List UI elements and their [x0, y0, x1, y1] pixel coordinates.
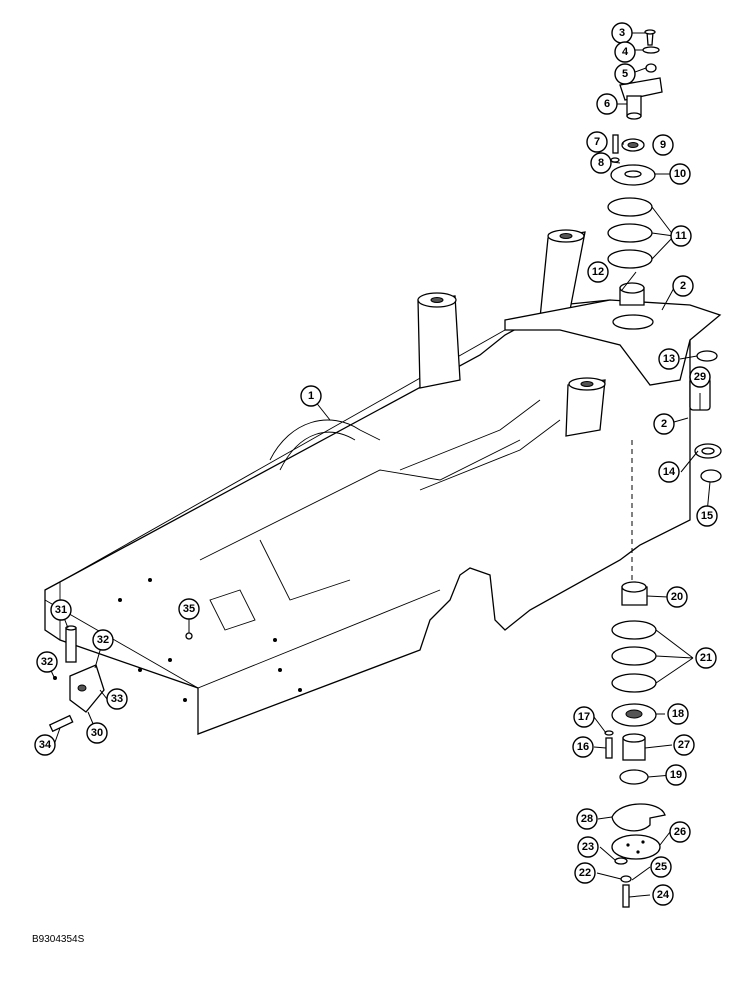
svg-text:10: 10 [674, 168, 686, 180]
svg-text:17: 17 [578, 711, 590, 723]
callout-14: 14 [658, 461, 680, 483]
callout-6: 6 [596, 93, 618, 115]
svg-text:22: 22 [579, 867, 591, 879]
svg-text:23: 23 [582, 841, 594, 853]
callout-4: 4 [614, 41, 636, 63]
svg-text:21: 21 [700, 652, 712, 664]
svg-text:28: 28 [581, 813, 593, 825]
svg-text:18: 18 [672, 708, 684, 720]
callout-1: 1 [300, 385, 322, 407]
svg-text:14: 14 [663, 466, 676, 478]
pivot-stack-parts [604, 29, 722, 908]
svg-text:32: 32 [97, 634, 109, 646]
svg-text:13: 13 [663, 353, 675, 365]
svg-text:5: 5 [622, 68, 628, 80]
callout-34: 34 [34, 734, 56, 756]
callouts: 1 2 2 3 4 5 6 7 8 9 10 11 12 13 14 15 16… [34, 22, 718, 906]
callout-12: 12 [587, 261, 609, 283]
svg-text:11: 11 [675, 230, 687, 242]
svg-text:12: 12 [592, 266, 604, 278]
callout-35: 35 [178, 598, 200, 620]
hitch-parts [48, 625, 193, 733]
svg-text:26: 26 [674, 826, 686, 838]
callout-32a: 32 [36, 651, 58, 673]
svg-text:2: 2 [661, 418, 667, 430]
svg-text:32: 32 [41, 656, 53, 668]
callout-11: 11 [670, 225, 692, 247]
callout-27: 27 [673, 734, 695, 756]
svg-text:30: 30 [91, 727, 103, 739]
svg-text:16: 16 [577, 741, 589, 753]
frame-holes [118, 578, 302, 702]
svg-text:3: 3 [619, 27, 625, 39]
svg-text:19: 19 [670, 769, 682, 781]
callout-32b: 32 [92, 629, 114, 651]
callout-33: 33 [106, 688, 128, 710]
callout-3: 3 [611, 22, 633, 44]
callout-7: 7 [586, 131, 608, 153]
svg-text:33: 33 [111, 693, 123, 705]
callout-20: 20 [666, 586, 688, 608]
callout-23: 23 [577, 836, 599, 858]
callout-28: 28 [576, 808, 598, 830]
callout-2a: 2 [672, 275, 694, 297]
svg-text:6: 6 [604, 98, 610, 110]
svg-text:1: 1 [308, 390, 314, 402]
callout-24: 24 [652, 884, 674, 906]
svg-text:2: 2 [680, 280, 686, 292]
svg-text:35: 35 [183, 603, 195, 615]
svg-text:31: 31 [55, 604, 67, 616]
callout-9: 9 [652, 134, 674, 156]
figure-code-label: B9304354S [32, 934, 85, 945]
callout-8: 8 [590, 152, 612, 174]
svg-text:15: 15 [701, 510, 713, 522]
callout-10: 10 [669, 163, 691, 185]
callout-25: 25 [650, 856, 672, 878]
callout-30: 30 [86, 722, 108, 744]
callout-2b: 2 [653, 413, 675, 435]
callout-22: 22 [574, 862, 596, 884]
callout-18: 18 [667, 703, 689, 725]
callout-13: 13 [658, 348, 680, 370]
callout-29: 29 [689, 366, 711, 388]
callout-17: 17 [573, 706, 595, 728]
callout-16: 16 [572, 736, 594, 758]
svg-text:7: 7 [594, 136, 600, 148]
svg-text:34: 34 [39, 739, 52, 751]
svg-text:4: 4 [622, 46, 629, 58]
callout-31: 31 [50, 599, 72, 621]
callout-5: 5 [614, 63, 636, 85]
svg-text:9: 9 [660, 139, 666, 151]
svg-text:8: 8 [598, 157, 604, 169]
svg-text:20: 20 [671, 591, 683, 603]
callout-26: 26 [669, 821, 691, 843]
callout-19: 19 [665, 764, 687, 786]
callout-15: 15 [696, 505, 718, 527]
callout-21: 21 [695, 647, 717, 669]
svg-text:27: 27 [678, 739, 690, 751]
svg-text:25: 25 [655, 861, 667, 873]
svg-text:29: 29 [694, 371, 706, 383]
svg-text:24: 24 [657, 889, 670, 901]
